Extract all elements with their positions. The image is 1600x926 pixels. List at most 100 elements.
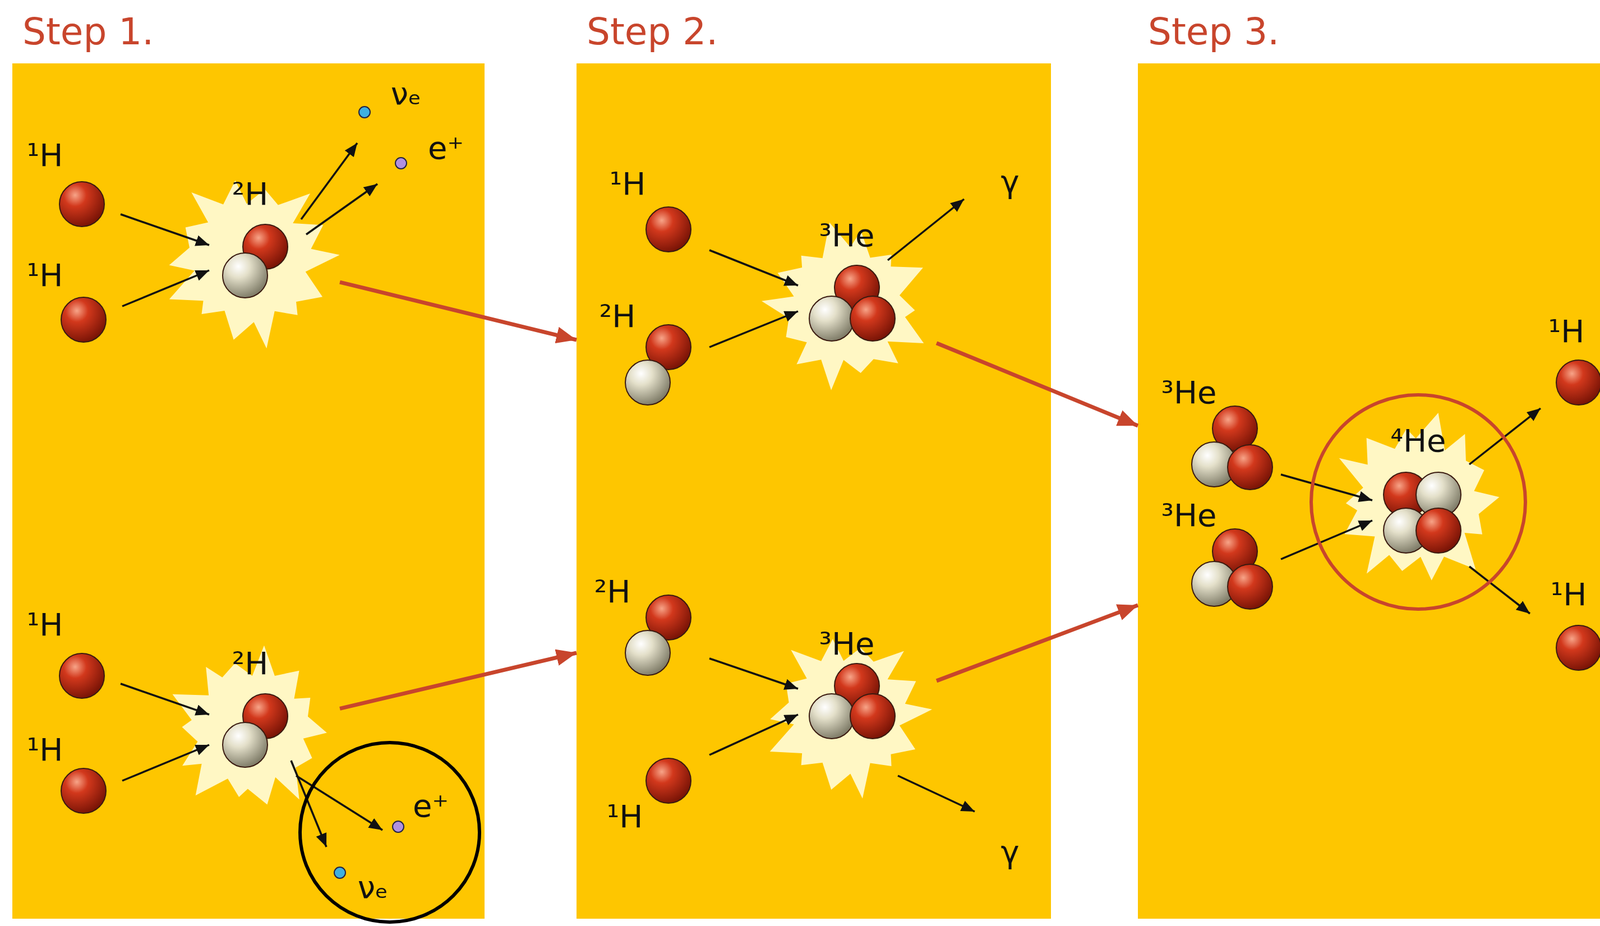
reaction-arrow (306, 183, 378, 235)
neutron (625, 360, 671, 405)
reaction-arrow (709, 250, 799, 286)
label-anchor: e⁺ (427, 130, 464, 167)
proton (59, 653, 105, 699)
nucleus-label: ²H (232, 645, 269, 682)
label-anchor: ¹H (26, 731, 64, 768)
reaction-arrow (120, 214, 210, 246)
flow-arrow (339, 282, 577, 340)
positron-dot (392, 821, 404, 833)
nucleons (59, 181, 1600, 814)
particle-label: ¹H (26, 257, 64, 294)
nucleus-label: ⁴He (1390, 422, 1446, 459)
reaction-arrow (301, 143, 358, 220)
neutron (222, 252, 268, 298)
flash-shape (769, 638, 933, 799)
leptons (334, 106, 407, 879)
particle-label: γ (1000, 833, 1019, 870)
label-anchor: ²H (599, 298, 636, 335)
proton (1227, 564, 1273, 610)
panel-background (576, 63, 1051, 919)
proton (1416, 508, 1461, 553)
reaction-arrow (709, 714, 799, 755)
proton (646, 758, 691, 804)
neutron (625, 630, 671, 676)
label-anchor: ³He (1160, 374, 1217, 411)
heading-anchor: Step 2. (586, 10, 718, 54)
reaction-arrow (1280, 520, 1373, 560)
particle-label: e⁺ (427, 130, 464, 167)
reaction-arrow (120, 683, 210, 715)
flow-arrow (936, 343, 1138, 426)
proton (59, 181, 105, 227)
heading-anchor: Step 3. (1147, 10, 1280, 54)
particle-label: νₑ (357, 869, 389, 906)
particle-label: e⁺ (412, 787, 449, 824)
label-anchor: ¹H (26, 257, 64, 294)
label-anchor: ¹H (1548, 313, 1585, 350)
reaction-arrow (122, 744, 210, 781)
reaction-arrow (122, 270, 210, 307)
particle-label: ¹H (606, 798, 644, 835)
particle-label: ³He (1160, 374, 1217, 411)
reaction-arrow (887, 199, 965, 261)
fusion-flash: ³He (757, 216, 937, 396)
label-anchor: ¹H (609, 166, 647, 202)
reaction-arrow (709, 311, 799, 348)
particle-label: ¹H (1548, 313, 1585, 350)
flash-shape (172, 645, 327, 805)
neutrino-dot (334, 867, 346, 879)
fusion-flash: ²H (160, 170, 340, 350)
highlight-ring (1311, 394, 1526, 610)
fusion-flash: ⁴He (1328, 410, 1509, 590)
particle-label: ¹H (26, 137, 64, 174)
label-anchor: ¹H (26, 137, 64, 174)
proton (1556, 360, 1600, 405)
step-heading: Step 1. (22, 10, 154, 54)
particle-label: ¹H (26, 606, 64, 643)
particle-label: ¹H (26, 731, 64, 768)
reaction-arrow (897, 775, 975, 812)
particle-label: ²H (599, 298, 636, 335)
label-anchor: ³He (1160, 497, 1217, 534)
nucleus-label: ³He (818, 625, 875, 662)
proton (646, 206, 691, 252)
label-anchor: γ (1000, 833, 1019, 870)
reaction-arrows (120, 143, 1541, 847)
proton (850, 296, 896, 341)
fusion-flash: ³He (757, 624, 937, 805)
label-anchor: ¹H (1550, 576, 1588, 613)
particle-label: ²H (594, 573, 631, 610)
reaction-arrow (709, 658, 799, 689)
neutron (222, 722, 268, 768)
neutron (809, 693, 855, 739)
positron-dot (395, 157, 407, 169)
proton (1227, 444, 1273, 490)
label-anchor: ¹H (26, 606, 64, 643)
label-anchor: γ (1000, 163, 1019, 200)
nucleus-label: ³He (818, 217, 875, 254)
reaction-arrow (1280, 474, 1373, 501)
particle-label: νₑ (390, 75, 422, 112)
label-anchor: ²H (594, 573, 631, 610)
step-panel: Step 2.³He³He (576, 63, 1051, 919)
flow-arrow (339, 652, 577, 709)
step-heading: Step 3. (1147, 10, 1280, 54)
neutrino-dot (358, 106, 371, 118)
heading-anchor: Step 1. (22, 10, 154, 54)
step-heading: Step 2. (586, 10, 718, 54)
proton (850, 693, 896, 739)
proton (1556, 625, 1600, 671)
highlight-circle (300, 742, 480, 922)
nucleus-label: ²H (232, 176, 269, 212)
particle-label: ³He (1160, 497, 1217, 534)
label-anchor: ¹H (606, 798, 644, 835)
flash-shape (1339, 412, 1500, 581)
neutron (809, 296, 855, 341)
particle-label: γ (1000, 163, 1019, 200)
particle-label: ¹H (609, 166, 647, 202)
label-anchor: νₑ (390, 75, 422, 112)
step-panel: Step 3.⁴He (1137, 63, 1600, 919)
